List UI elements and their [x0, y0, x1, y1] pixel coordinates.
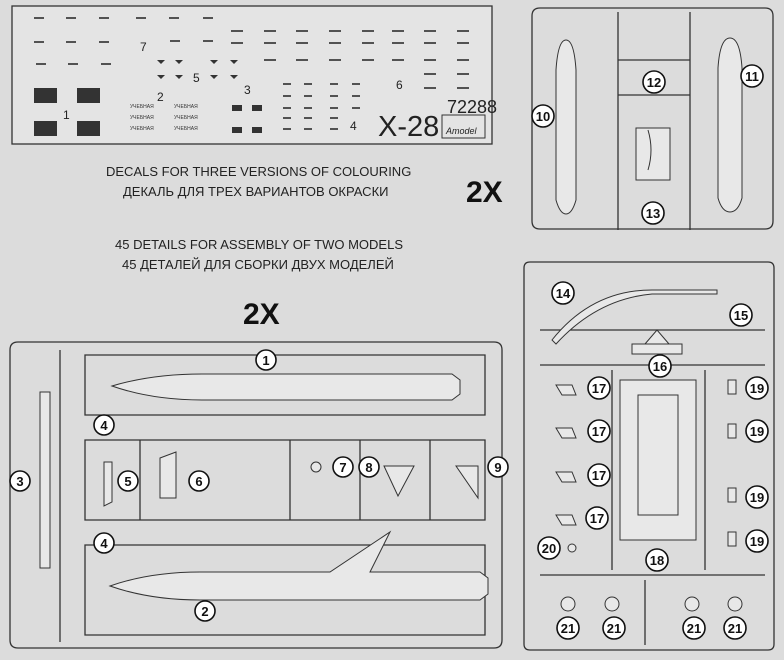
svg-text:2: 2	[201, 604, 208, 619]
svg-text:17: 17	[592, 468, 606, 483]
svg-text:19: 19	[750, 381, 764, 396]
part-callout: 21	[556, 616, 580, 640]
svg-text:14: 14	[556, 286, 571, 301]
caption-decals-en: DECALS FOR THREE VERSIONS OF COLOURING	[106, 164, 412, 179]
part-callout: 19	[745, 419, 769, 443]
svg-text:8: 8	[365, 460, 372, 475]
part-callout: 6	[188, 470, 210, 492]
part-callout: 18	[645, 548, 669, 572]
brand-logo-text: Amodel	[445, 126, 478, 136]
part-callout: 17	[587, 419, 611, 443]
part-callout: 17	[587, 463, 611, 487]
svg-text:11: 11	[745, 69, 759, 84]
svg-text:17: 17	[590, 511, 604, 526]
svg-text:21: 21	[728, 621, 742, 636]
part-callout: 10	[531, 104, 555, 128]
svg-text:УЧЕБНАЯ: УЧЕБНАЯ	[174, 104, 198, 110]
svg-text:17: 17	[592, 381, 606, 396]
decal-stripes	[34, 17, 469, 130]
part-callout: 19	[745, 376, 769, 400]
svg-text:16: 16	[653, 359, 667, 374]
svg-text:12: 12	[647, 75, 661, 90]
part-callout: 4	[93, 532, 115, 554]
svg-text:18: 18	[650, 553, 664, 568]
decal-numbers: 1 2 3 4 5 6 7	[63, 40, 403, 133]
sprue-bottom-left	[9, 341, 503, 649]
part-numbers: 1 2 3 4 4 5 6 7 8 9 10 11 12 13 14 15 16…	[9, 64, 769, 640]
part-callout: 8	[358, 456, 380, 478]
svg-text:УЧЕБНАЯ: УЧЕБНАЯ	[174, 126, 198, 132]
decal-number: 4	[350, 119, 357, 133]
part-callout: 20	[537, 536, 561, 560]
part-callout: 21	[602, 616, 626, 640]
part-callout: 13	[641, 201, 665, 225]
svg-text:1: 1	[262, 353, 269, 368]
part-callout: 17	[587, 376, 611, 400]
svg-text:УЧЕБНАЯ: УЧЕБНАЯ	[174, 115, 198, 121]
svg-text:6: 6	[195, 474, 202, 489]
svg-text:10: 10	[536, 109, 550, 124]
part-callout: 12	[642, 70, 666, 94]
svg-text:21: 21	[607, 621, 621, 636]
kit-number: 72288	[447, 97, 497, 117]
part-callout: 15	[729, 303, 753, 327]
model-name: X-28	[378, 111, 439, 143]
caption-decals-ru: ДЕКАЛЬ ДЛЯ ТРЕХ ВАРИАНТОВ ОКРАСКИ	[123, 184, 389, 199]
decal-number: 5	[193, 71, 200, 85]
part-callout: 14	[551, 281, 575, 305]
svg-text:3: 3	[16, 474, 23, 489]
svg-text:5: 5	[124, 474, 131, 489]
svg-text:19: 19	[750, 534, 764, 549]
svg-text:19: 19	[750, 490, 764, 505]
decal-number: 6	[396, 78, 403, 92]
part-callout: 21	[723, 616, 747, 640]
svg-text:20: 20	[542, 541, 556, 556]
svg-text:9: 9	[494, 460, 501, 475]
part-callout: 2	[194, 600, 216, 622]
svg-text:13: 13	[646, 206, 660, 221]
part-callout: 4	[93, 414, 115, 436]
part-callout: 19	[745, 485, 769, 509]
svg-text:19: 19	[750, 424, 764, 439]
svg-text:4: 4	[100, 536, 108, 551]
decal-stars	[34, 60, 262, 136]
svg-text:17: 17	[592, 424, 606, 439]
part-callout: 5	[117, 470, 139, 492]
part-callout: 7	[332, 456, 354, 478]
decal-number: 2	[157, 90, 164, 104]
svg-text:УЧЕБНАЯ: УЧЕБНАЯ	[130, 104, 154, 110]
part-callout: 21	[682, 616, 706, 640]
part-callout: 16	[648, 354, 672, 378]
decal-number: 3	[244, 83, 251, 97]
part-callout: 3	[9, 470, 31, 492]
svg-text:15: 15	[734, 308, 748, 323]
svg-text:21: 21	[687, 621, 701, 636]
decal-number: 1	[63, 108, 70, 122]
training-markings: УЧЕБНАЯ УЧЕБНАЯ УЧЕБНАЯ УЧЕБНАЯ УЧЕБНАЯ УЧЕ…	[130, 104, 198, 132]
part-callout: 9	[487, 456, 509, 478]
part-callout: 11	[740, 64, 764, 88]
svg-text:4: 4	[100, 418, 108, 433]
svg-text:УЧЕБНАЯ: УЧЕБНАЯ	[130, 115, 154, 121]
decal-number: 7	[140, 40, 147, 54]
sprue-top-right	[531, 7, 774, 230]
svg-text:21: 21	[561, 621, 575, 636]
caption-details-ru: 45 ДЕТАЛЕЙ ДЛЯ СБОРКИ ДВУХ МОДЕЛЕЙ	[122, 257, 394, 272]
multiplier-bottom: 2X	[243, 298, 280, 331]
caption-details-en: 45 DETAILS FOR ASSEMBLY OF TWO MODELS	[115, 237, 403, 252]
svg-text:УЧЕБНАЯ: УЧЕБНАЯ	[130, 126, 154, 132]
svg-text:7: 7	[339, 460, 346, 475]
brand-logo	[441, 114, 486, 139]
part-callout: 1	[255, 349, 277, 371]
part-callout: 17	[585, 506, 609, 530]
multiplier-top: 2X	[466, 176, 503, 209]
part-callout: 19	[745, 529, 769, 553]
